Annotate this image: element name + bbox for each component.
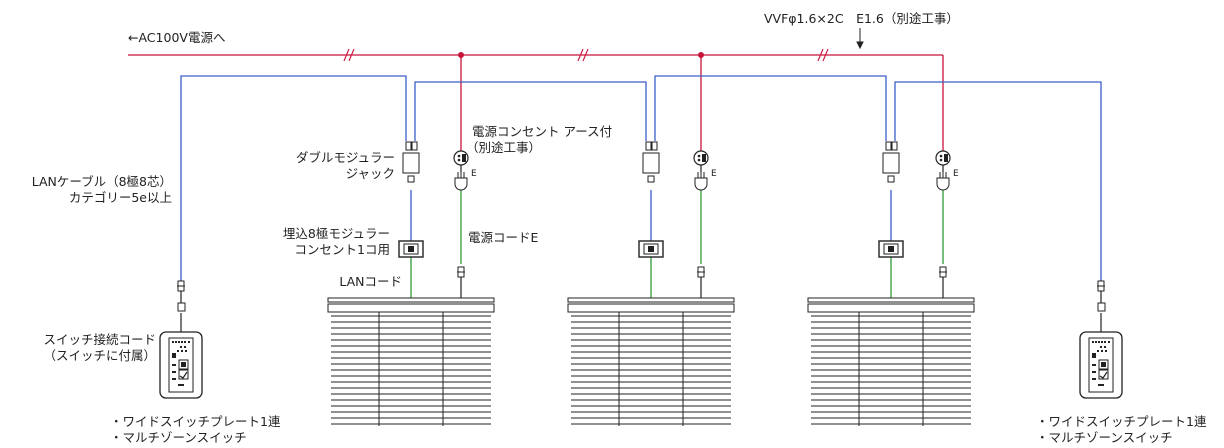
cord-connector-icon	[696, 266, 706, 278]
lan-connector-icon	[1096, 280, 1106, 292]
outlet-stubs	[460, 165, 944, 172]
cable-break-marks	[343, 48, 829, 62]
vvf-cable-label: VVFφ1.6×2C E1.6（別途工事）	[764, 11, 959, 26]
lan-cable-label: LANケーブル（8極8芯）	[31, 174, 172, 189]
modular-outlet-icon	[878, 240, 904, 258]
switch-cord-note-label: （スイッチに付属）	[43, 348, 156, 363]
switch-connector-icon	[1097, 302, 1106, 312]
outlet-label: 電源コンセント アース付	[472, 124, 613, 139]
switch-plate-icon	[159, 331, 203, 399]
power-source-label: ←AC100V電源へ	[128, 30, 226, 45]
power-outlet-icon	[693, 150, 709, 166]
modular-outlet-icon	[398, 240, 424, 258]
left-switch-type-label: ・マルチゾーンスイッチ	[110, 430, 247, 445]
modular-outlet-icon	[638, 240, 664, 258]
ground-mark-label: E	[953, 169, 959, 179]
power-outlet-icon	[935, 150, 951, 166]
double-modular-jack-icon	[402, 141, 420, 183]
cable-callout-arrow	[856, 28, 864, 50]
lan-cord-label: LANコード	[339, 274, 402, 289]
lan-cable-category-label: カテゴリー5e以上	[68, 190, 172, 205]
embedded-outlet-label: 埋込8極モジュラー	[282, 226, 390, 241]
cord-connector-icon	[938, 266, 948, 278]
power-trunk-line	[128, 54, 944, 151]
outlet-note-label: （別途工事）	[466, 140, 542, 155]
left-switch-plate-label: ・ワイドスイッチプレート1連	[110, 414, 281, 429]
right-switch-type-label: ・マルチゾーンスイッチ	[1036, 430, 1173, 445]
double-modular-jack-label: ジャック	[345, 166, 395, 181]
blind-icon	[327, 297, 495, 427]
double-modular-jack-icon	[642, 141, 660, 183]
blind-icon	[807, 297, 975, 427]
lan-lines	[180, 75, 1102, 281]
black-cord-stubs	[180, 277, 1102, 332]
cord-lines	[410, 190, 944, 298]
power-cord-label: 電源コードE	[468, 230, 539, 245]
junction-dots	[458, 52, 704, 58]
ground-plug-icon	[694, 171, 708, 191]
embedded-outlet-count-label: コンセント1コ用	[294, 242, 390, 257]
switch-cord-label: スイッチ接続コード	[43, 332, 156, 347]
lan-connector-icon	[176, 280, 186, 292]
double-modular-label: ダブルモジュラー	[295, 150, 395, 165]
ground-mark-label: E	[711, 169, 717, 179]
double-modular-jack-icon	[882, 141, 900, 183]
right-switch-plate-label: ・ワイドスイッチプレート1連	[1036, 414, 1207, 429]
switch-plate-icon	[1079, 331, 1123, 399]
ground-plug-icon	[936, 171, 950, 191]
switch-connector-icon	[177, 302, 186, 312]
ground-plug-icon	[454, 171, 468, 191]
ground-mark-label: E	[471, 169, 477, 179]
cord-connector-icon	[456, 266, 466, 278]
blind-icon	[567, 297, 735, 427]
